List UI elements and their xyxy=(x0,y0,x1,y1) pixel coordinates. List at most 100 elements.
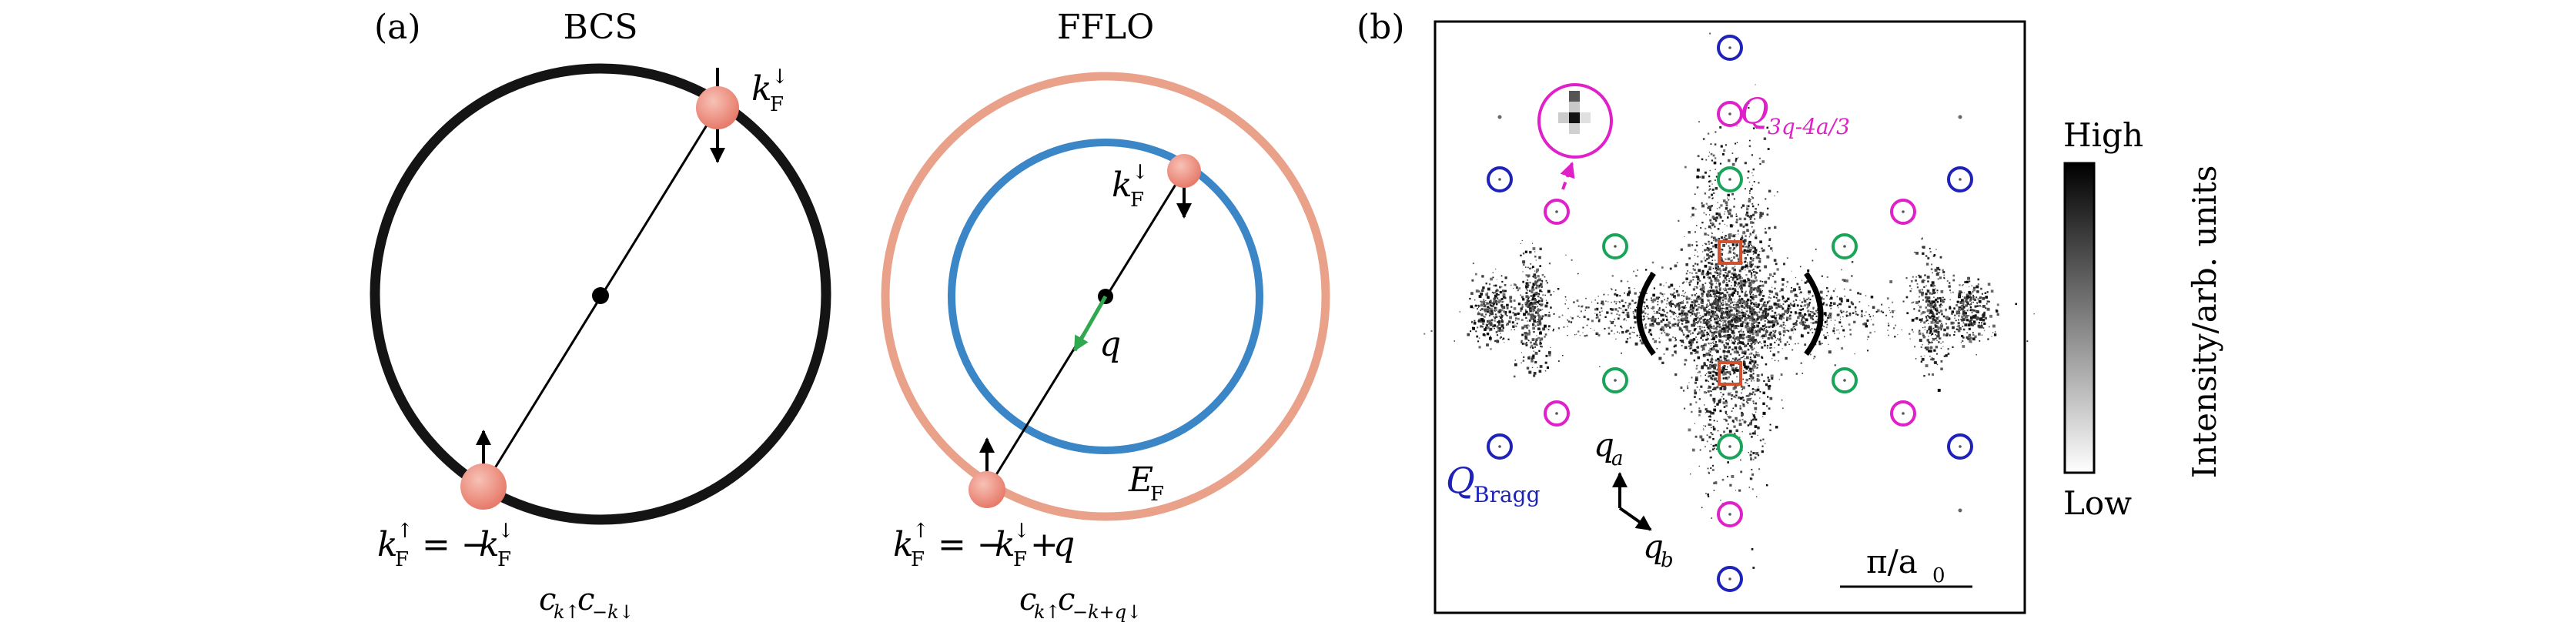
intensity-speckle xyxy=(1882,311,1885,313)
intensity-speckle xyxy=(1893,310,1895,312)
intensity-speckle xyxy=(1839,297,1842,301)
intensity-speckle xyxy=(1759,280,1761,283)
intensity-speckle xyxy=(1695,275,1699,278)
intensity-speckle xyxy=(1693,360,1695,362)
intensity-speckle xyxy=(1557,327,1561,330)
intensity-speckle xyxy=(1527,286,1529,288)
intensity-speckle xyxy=(1743,360,1745,363)
intensity-speckle xyxy=(1747,279,1748,281)
intensity-speckle xyxy=(1708,350,1710,352)
intensity-speckle xyxy=(1765,330,1768,333)
intensity-speckle xyxy=(1597,302,1599,304)
intensity-speckle xyxy=(1676,262,1678,263)
intensity-speckle xyxy=(1708,423,1711,426)
intensity-speckle xyxy=(1634,292,1637,295)
intensity-speckle xyxy=(1985,307,1987,309)
svg-text:F: F xyxy=(770,93,784,116)
intensity-speckle xyxy=(1654,340,1657,343)
intensity-speckle xyxy=(1706,258,1708,260)
intensity-speckle xyxy=(1485,293,1489,296)
intensity-speckle xyxy=(1744,292,1746,294)
intensity-speckle xyxy=(1751,202,1754,205)
intensity-speckle xyxy=(1712,223,1715,226)
intensity-speckle xyxy=(1753,181,1755,182)
intensity-speckle xyxy=(1707,234,1709,236)
intensity-speckle xyxy=(1525,334,1528,336)
intensity-speckle xyxy=(1936,326,1939,329)
svg-text:q: q xyxy=(1053,525,1075,564)
intensity-speckle xyxy=(1738,396,1741,399)
intensity-speckle xyxy=(1746,211,1749,214)
intensity-speckle xyxy=(1715,335,1718,337)
intensity-speckle xyxy=(1695,225,1698,226)
intensity-speckle xyxy=(1621,327,1623,329)
intensity-speckle xyxy=(1477,312,1480,316)
intensity-speckle xyxy=(1489,336,1491,337)
bcs-electron-top xyxy=(696,86,739,129)
intensity-speckle xyxy=(1743,350,1745,353)
intensity-speckle xyxy=(1793,326,1795,328)
intensity-speckle xyxy=(1709,361,1711,363)
intensity-speckle xyxy=(1728,246,1732,250)
intensity-speckle xyxy=(1770,374,1774,378)
intensity-speckle xyxy=(1535,291,1538,295)
intensity-speckle xyxy=(1739,345,1741,347)
intensity-speckle xyxy=(1741,392,1742,394)
intensity-speckle xyxy=(1674,339,1677,341)
intensity-speckle xyxy=(1652,338,1654,340)
intensity-speckle xyxy=(1713,240,1715,242)
intensity-speckle xyxy=(1842,316,1844,318)
intensity-speckle xyxy=(1746,321,1748,323)
intensity-speckle xyxy=(1751,257,1753,259)
intensity-speckle xyxy=(1716,322,1718,323)
intensity-speckle xyxy=(1674,340,1676,342)
intensity-speckle xyxy=(1548,351,1551,354)
intensity-speckle xyxy=(1733,304,1735,306)
intensity-speckle xyxy=(1749,453,1752,457)
fflo-electron-bottom xyxy=(969,471,1005,508)
intensity-speckle xyxy=(1706,322,1709,325)
intensity-speckle xyxy=(1754,280,1756,283)
intensity-speckle xyxy=(1734,275,1738,279)
intensity-speckle xyxy=(1701,176,1705,179)
intensity-speckle xyxy=(1707,290,1710,293)
intensity-speckle xyxy=(1752,337,1755,340)
intensity-speckle xyxy=(1716,267,1720,271)
intensity-speckle xyxy=(1731,381,1734,383)
intensity-speckle xyxy=(1955,313,1958,315)
intensity-speckle xyxy=(1923,321,1926,324)
intensity-speckle xyxy=(1754,342,1757,344)
intensity-speckle xyxy=(1732,306,1734,308)
intensity-speckle xyxy=(1967,323,1971,326)
intensity-speckle xyxy=(1718,326,1721,329)
intensity-speckle xyxy=(1842,329,1845,332)
intensity-speckle xyxy=(1919,330,1921,332)
intensity-speckle xyxy=(1939,326,1943,330)
intensity-speckle xyxy=(1786,341,1788,343)
intensity-speckle xyxy=(1532,354,1535,357)
intensity-speckle xyxy=(1925,316,1928,318)
intensity-speckle xyxy=(1478,295,1482,298)
intensity-speckle xyxy=(1928,328,1931,331)
intensity-speckle xyxy=(1685,320,1688,322)
intensity-speckle xyxy=(1534,315,1537,318)
intensity-speckle xyxy=(1615,338,1617,340)
intensity-speckle xyxy=(1485,314,1487,316)
intensity-speckle xyxy=(1722,350,1726,353)
intensity-speckle xyxy=(1727,275,1729,277)
intensity-speckle xyxy=(1715,131,1717,133)
intensity-speckle xyxy=(1750,458,1753,461)
intensity-speckle xyxy=(1753,432,1756,435)
peak-marker-dot xyxy=(1728,577,1731,580)
intensity-speckle xyxy=(1703,276,1706,279)
intensity-speckle xyxy=(1771,305,1773,307)
intensity-speckle xyxy=(1719,269,1722,272)
intensity-speckle xyxy=(1729,353,1732,356)
q-bragg-label: Q Bragg xyxy=(1446,460,1541,507)
intensity-speckle xyxy=(1725,243,1727,245)
intensity-speckle xyxy=(1854,353,1855,355)
intensity-speckle xyxy=(1807,269,1810,272)
intensity-speckle xyxy=(1758,330,1761,333)
intensity-speckle xyxy=(1721,309,1722,311)
intensity-speckle xyxy=(1933,304,1937,307)
